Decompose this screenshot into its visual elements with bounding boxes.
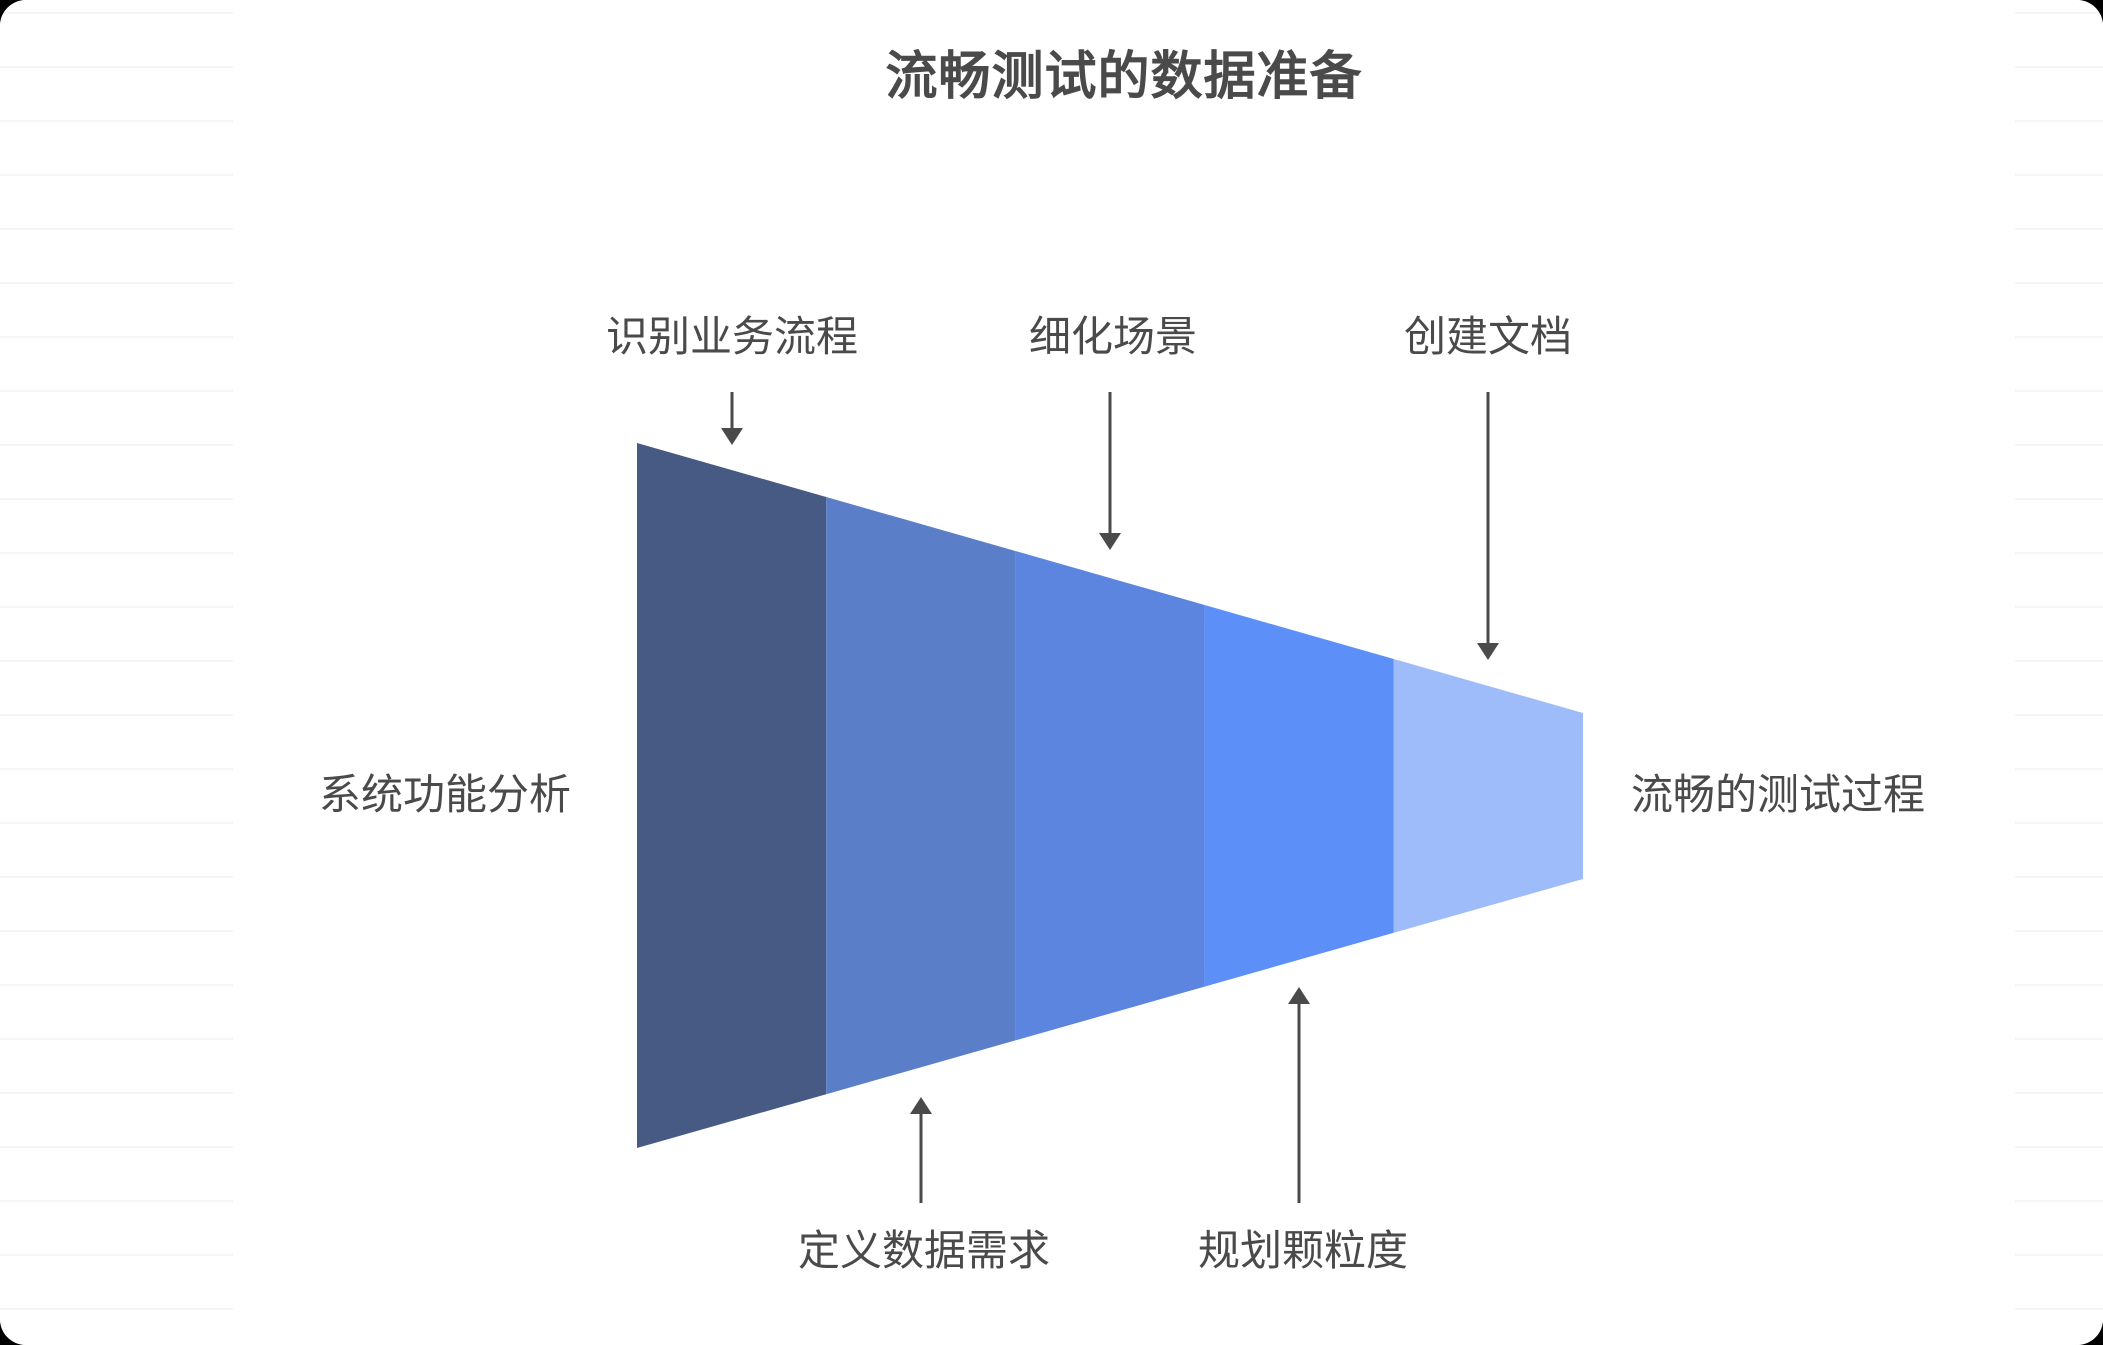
ruled-background-left xyxy=(0,0,233,1345)
funnel-output-label: 流畅的测试过程 xyxy=(1630,770,1926,818)
arrowhead-icon xyxy=(721,428,743,445)
page-title: 流畅测试的数据准备 xyxy=(885,48,1363,106)
funnel-input-label: 系统功能分析 xyxy=(318,770,572,818)
arrowhead-icon xyxy=(1288,987,1310,1004)
funnel-stage-3 xyxy=(1015,551,1205,1041)
arrow-down-refine-scenarios xyxy=(1099,392,1121,550)
arrow-down-create-document xyxy=(1477,392,1499,660)
funnel-stage-5 xyxy=(1393,659,1583,933)
arrowhead-icon xyxy=(1477,643,1499,660)
funnel-stage-1 xyxy=(637,443,827,1148)
top-annotation-create-document: 创建文档 xyxy=(1403,313,1573,360)
bottom-annotation-plan-granularity: 规划颗粒度 xyxy=(1197,1227,1409,1274)
arrowhead-icon xyxy=(1099,533,1121,550)
bottom-annotation-define-data-needs: 定义数据需求 xyxy=(797,1227,1051,1274)
arrow-up-define-data-needs xyxy=(910,1097,932,1203)
arrowhead-icon xyxy=(910,1097,932,1114)
ruled-background-right xyxy=(2015,0,2103,1345)
arrow-up-plan-granularity xyxy=(1288,987,1310,1203)
top-annotation-refine-scenarios: 细化场景 xyxy=(1028,313,1198,360)
funnel-stage-4 xyxy=(1204,605,1394,987)
arrow-down-identify-process xyxy=(721,392,743,445)
top-annotation-identify-process: 识别业务流程 xyxy=(605,313,859,360)
funnel-stage-2 xyxy=(826,497,1016,1095)
